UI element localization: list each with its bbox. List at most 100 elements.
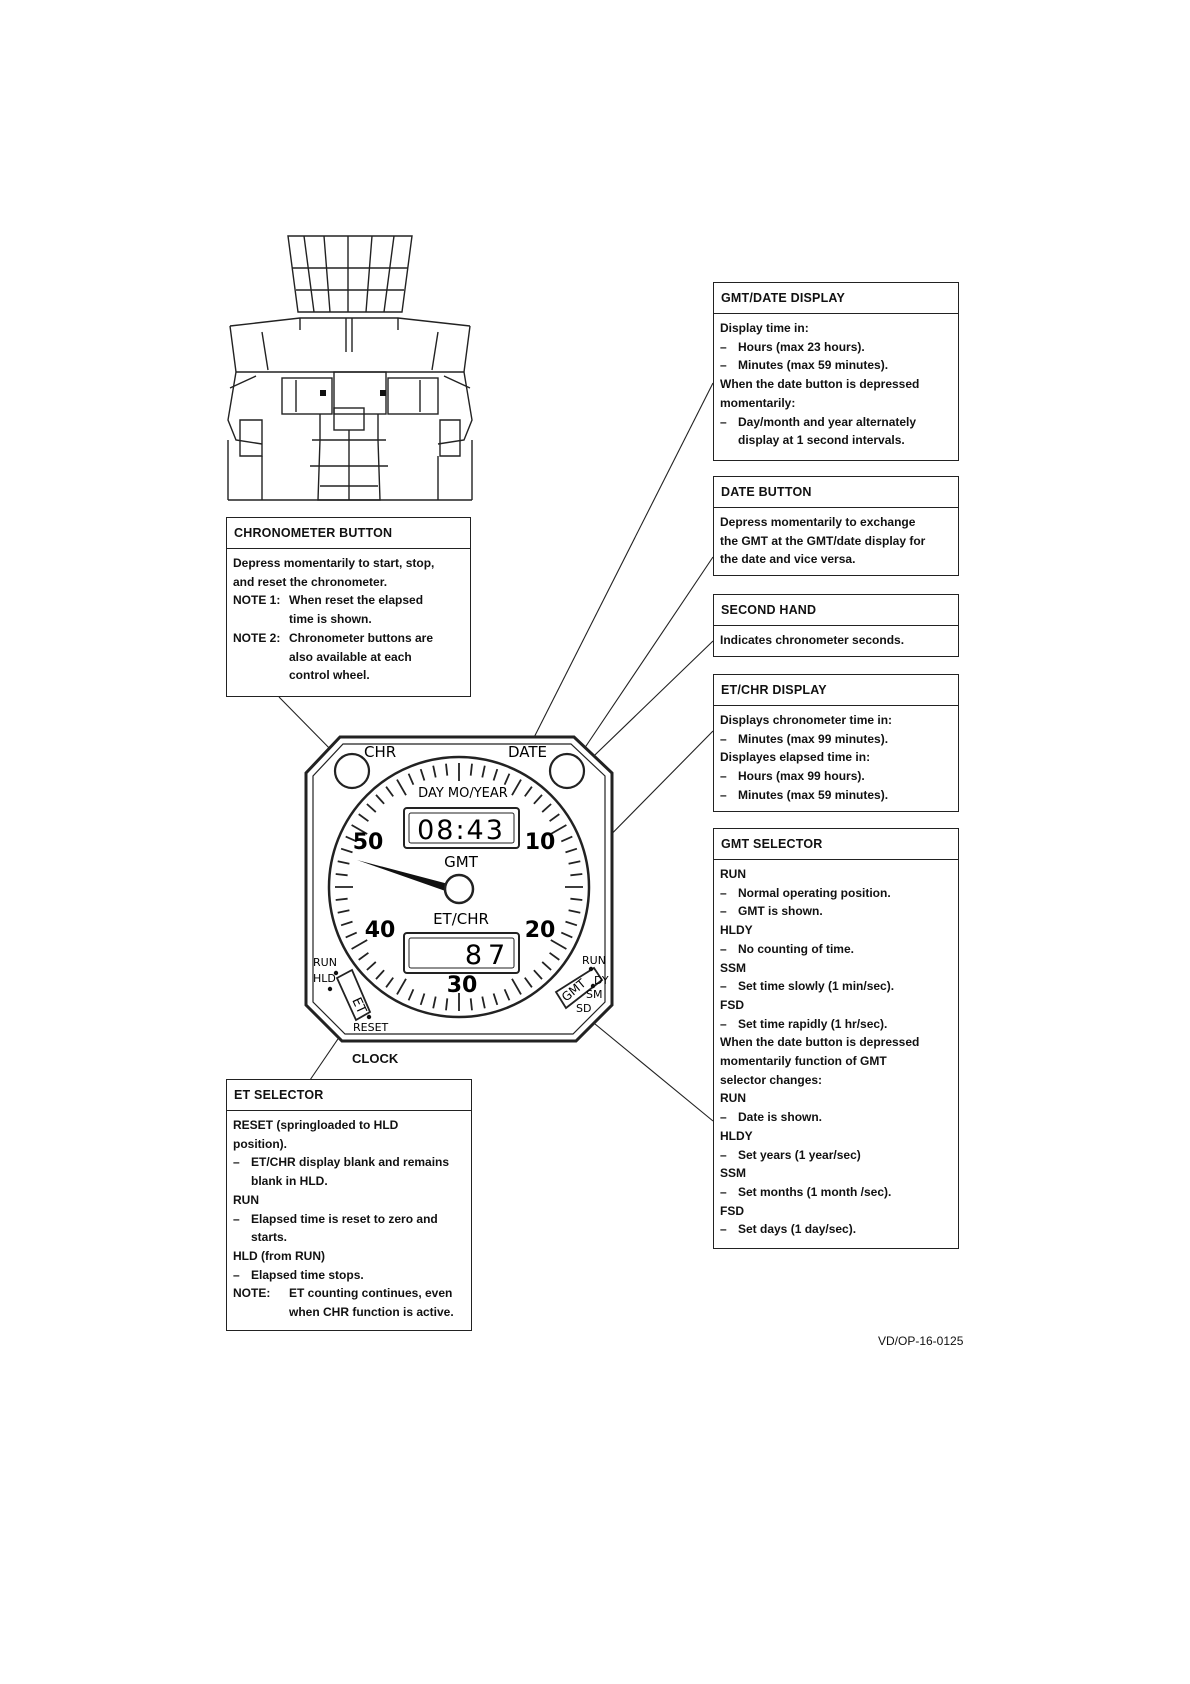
callout-body: Indicates chronometer seconds. — [714, 626, 958, 656]
line-text: Set years (1 year/sec) — [738, 1147, 861, 1162]
callout-line: time is shown. — [289, 612, 372, 627]
callout-line: –No counting of time. — [720, 940, 952, 959]
callout-second-hand: SECOND HAND Indicates chronometer second… — [713, 594, 959, 657]
dial-tick — [345, 931, 358, 939]
line-text: Minutes (max 59 minutes). — [738, 358, 889, 373]
chr-button[interactable] — [333, 752, 371, 790]
gmt-label: GMT — [444, 853, 479, 871]
dial-tick — [568, 909, 581, 914]
dial-tick — [385, 786, 394, 797]
callout-line: HLDY — [720, 1128, 753, 1143]
dial-tick — [560, 835, 573, 843]
dial-tick — [549, 952, 560, 961]
gmt-date-display — [403, 807, 520, 849]
note-label: NOTE 2: — [233, 630, 281, 645]
dial-tick — [432, 765, 437, 778]
callout-line: Depress momentarily to exchange — [720, 515, 916, 529]
dial-tick — [565, 847, 578, 854]
dial-number-20: 20 — [525, 918, 556, 943]
line-text: No counting of time. — [738, 941, 854, 956]
callout-line: momentarily function of GMT — [720, 1054, 887, 1069]
dash-marker: – — [720, 731, 727, 746]
callout-line: selector changes: — [720, 1072, 823, 1087]
dial-tick — [366, 961, 377, 971]
callout-body: Depress momentarily to start, stop,and r… — [227, 549, 470, 691]
dash-marker: – — [720, 1110, 727, 1125]
callout-gmt-date-display: GMT/DATE DISPLAY Display time in:–Hours … — [713, 282, 959, 461]
dial-tick — [375, 794, 385, 805]
gmt-selector-knob[interactable]: GMT — [554, 966, 604, 1010]
dial-number-50: 50 — [353, 830, 384, 855]
line-text: Minutes (max 59 minutes). — [738, 787, 889, 802]
run-right-label: RUN — [582, 954, 606, 967]
dial-tick — [533, 969, 543, 980]
dial-tick — [565, 920, 578, 927]
line-text: Hours (max 99 hours). — [738, 769, 865, 784]
line-text: ET counting continues, even — [289, 1286, 453, 1301]
dial-tick — [481, 996, 486, 1009]
dial-tick — [570, 873, 583, 877]
reference-code: VD/OP-16-0125 — [878, 1334, 964, 1348]
dial-tick — [445, 763, 449, 776]
dial-tick — [469, 998, 473, 1011]
dial-tick — [541, 961, 552, 971]
dial-tick — [407, 773, 415, 786]
dial-tick — [358, 813, 369, 822]
line-text: Date is shown. — [738, 1110, 823, 1125]
callout-title: GMT SELECTOR — [714, 829, 958, 860]
callout-body: Depress momentarily to exchange the GMT a… — [714, 508, 958, 575]
date-label: DATE — [508, 743, 547, 761]
callout-line: HLD (from RUN) — [233, 1248, 325, 1263]
callout-line: the GMT at the GMT/date display for — [720, 533, 926, 548]
dial-tick — [492, 768, 499, 781]
callout-line: –Elapsed time stops. — [233, 1266, 465, 1285]
dial-tick — [511, 978, 522, 995]
note-label: NOTE: — [233, 1286, 271, 1301]
dial-tick — [358, 952, 369, 961]
callout-body: Display time in:–Hours (max 23 hours).–M… — [714, 314, 958, 456]
callout-line: Display time in: — [720, 321, 809, 335]
gmt-digits: 08:43 — [417, 815, 505, 846]
dial-tick — [351, 824, 368, 835]
line-text: Normal operating position. — [738, 885, 891, 900]
callout-line: RESET (springloaded to HLD — [233, 1118, 399, 1132]
line-text: GMT is shown. — [738, 904, 823, 919]
dial-tick — [396, 779, 407, 796]
callout-line: the date and vice versa. — [720, 552, 856, 567]
callout-line: FSD — [720, 997, 744, 1012]
callout-line: starts. — [251, 1230, 288, 1245]
dash-marker: – — [720, 358, 727, 373]
dial-tick — [345, 835, 358, 843]
callout-line: position). — [233, 1136, 287, 1151]
dash-marker: – — [720, 1016, 727, 1031]
callout-title: ET/CHR DISPLAY — [714, 675, 958, 706]
dial-tick — [351, 939, 368, 950]
dial-tick — [503, 988, 511, 1001]
callout-title: SECOND HAND — [714, 595, 958, 626]
dash-marker: – — [233, 1155, 240, 1170]
callout-line: –Set months (1 month /sec). — [720, 1183, 952, 1202]
run-left-label: RUN — [313, 956, 337, 969]
dial-tick — [524, 786, 533, 797]
dash-marker: – — [720, 339, 727, 354]
callout-line: –Set years (1 year/sec) — [720, 1146, 952, 1165]
callout-line: –Day/month and year alternately — [720, 413, 952, 432]
callout-line: –Minutes (max 99 minutes). — [720, 730, 952, 749]
callout-title: CHRONOMETER BUTTON — [227, 518, 470, 549]
et-chr-display — [403, 932, 520, 974]
callout-line: –Minutes (max 59 minutes). — [720, 356, 952, 375]
dial-tick — [419, 768, 426, 781]
callout-line: –ET/CHR display blank and remains — [233, 1153, 465, 1172]
et-selector-knob[interactable]: ET — [335, 968, 372, 1022]
clock-dial — [327, 755, 591, 1019]
callout-line: –GMT is shown. — [720, 902, 952, 921]
line-text: Day/month and year alternately — [738, 414, 917, 429]
line-text: ET/CHR display blank and remains — [251, 1155, 450, 1170]
callout-line: –Minutes (max 59 minutes). — [720, 786, 952, 805]
et-digits: 87 — [465, 940, 511, 971]
callout-line: HLDY — [720, 923, 753, 938]
date-button[interactable] — [548, 752, 586, 790]
callout-line: RUN — [233, 1192, 259, 1207]
